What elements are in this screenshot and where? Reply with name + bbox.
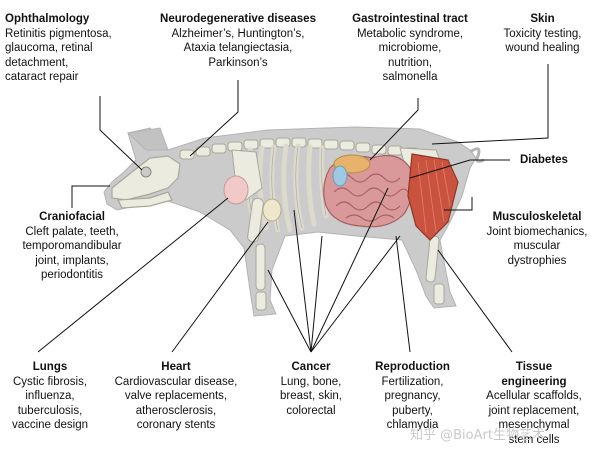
pig-ear	[126, 127, 169, 151]
heart-desc: Cardiovascular disease, valve replacemen…	[114, 375, 238, 432]
craniofacial-title: Craniofacial	[39, 211, 105, 223]
tissue-desc: Acellular scaffolds, joint replacement, …	[486, 390, 582, 446]
label-reproduction: Reproduction Fertilization, pregnancy, p…	[365, 360, 460, 433]
lungs-organ	[223, 175, 249, 205]
label-tissue-engineering: Tissue engineering Acellular scaffolds, …	[470, 360, 598, 447]
pig-tail	[469, 147, 485, 163]
label-skin: Skin Toxicity testing, wound healing	[490, 12, 595, 56]
label-heart: Heart Cardiovascular disease, valve repl…	[106, 360, 246, 433]
label-diabetes: Diabetes	[520, 153, 595, 168]
jaw	[117, 191, 173, 209]
label-musculoskeletal: Musculoskeletal Joint biomechanics, musc…	[476, 210, 598, 268]
gastro-title: Gastrointestinal tract	[352, 13, 468, 25]
reproduction-desc: Fertilization, pregnancy, puberty, chlam…	[381, 375, 444, 432]
cancer-desc: Lung, bone, breast, skin, colorectal	[280, 375, 342, 417]
label-neurodegenerative: Neurodegenerative diseases Alzheimer’s, …	[150, 12, 326, 70]
kidney-organ	[332, 165, 348, 187]
eye-socket	[140, 166, 152, 178]
skin-title: Skin	[530, 13, 555, 25]
heart-organ	[262, 198, 282, 222]
label-gastrointestinal: Gastrointestinal tract Metabolic syndrom…	[340, 12, 480, 85]
craniofacial-desc: Cleft palate, teeth, temporomandibular j…	[22, 225, 122, 282]
skin-desc: Toxicity testing, wound healing	[503, 27, 582, 55]
watermark: 知乎 @BioArt生物艺术	[410, 428, 545, 443]
ophthalmology-title: Ophthalmology	[5, 13, 90, 25]
front-leg-bones	[247, 197, 267, 311]
ophthalmology-desc: Retinitis pigmentosa, glaucoma, retinal …	[5, 27, 112, 84]
label-craniofacial: Craniofacial Cleft palate, teeth, tempor…	[2, 210, 142, 283]
diabetes-title: Diabetes	[520, 154, 568, 166]
label-lungs: Lungs Cystic fibrosis, influenza, tuberc…	[0, 360, 100, 433]
musculoskeletal-desc: Joint biomechanics, muscular dystrophies	[486, 225, 588, 267]
label-cancer: Cancer Lung, bone, breast, skin, colorec…	[261, 360, 361, 418]
musculoskeletal-title: Musculoskeletal	[492, 211, 582, 223]
reproduction-title: Reproduction	[375, 361, 450, 373]
gastro-desc: Metabolic syndrome, microbiome, nutritio…	[356, 27, 464, 84]
muscle-organ	[407, 153, 459, 241]
lungs-title: Lungs	[32, 361, 68, 373]
tissue-title: Tissue engineering	[501, 361, 567, 388]
neuro-title: Neurodegenerative diseases	[160, 13, 316, 25]
cancer-title: Cancer	[291, 361, 331, 373]
label-ophthalmology: Ophthalmology Retinitis pigmentosa, glau…	[5, 12, 155, 85]
lungs-desc: Cystic fibrosis, influenza, tuberculosis…	[11, 375, 89, 432]
neuro-desc: Alzheimer’s, Huntington’s, Ataxia telang…	[171, 27, 305, 69]
leader-lines	[37, 64, 549, 353]
heart-title: Heart	[161, 361, 191, 373]
